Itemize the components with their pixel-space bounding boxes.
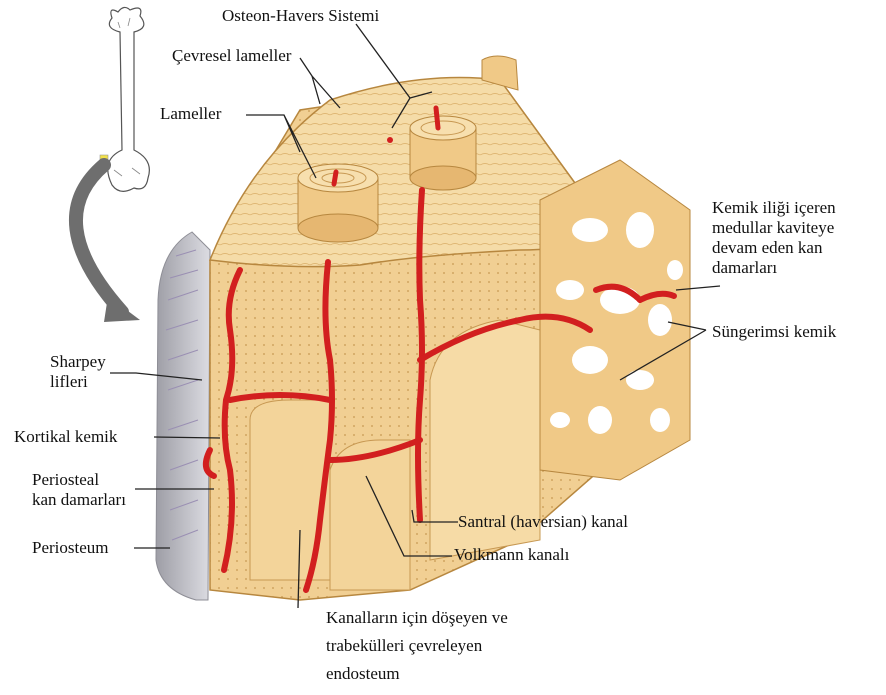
label-central-canal: Santral (haversian) kanal — [458, 512, 628, 532]
label-lamellae: Lameller — [160, 104, 221, 124]
label-periosteal-vessels: Periosteal kan damarları — [32, 470, 126, 510]
periosteum-layer — [156, 232, 210, 600]
osteon-right — [410, 116, 476, 190]
label-sharpey-fibers: Sharpey lifleri — [50, 352, 106, 392]
label-osteon: Osteon-Havers Sistemi — [222, 6, 379, 26]
label-volkmann-canal: Volkmann kanalı — [454, 545, 569, 565]
label-marrow-vessels: Kemik iliği içeren medullar kaviteye dev… — [712, 198, 836, 278]
label-circumferential-lamellae: Çevresel lameller — [172, 46, 291, 66]
osteon-left — [298, 164, 378, 242]
label-endosteum: Kanalların için döşeyen ve trabekülleri … — [326, 604, 508, 688]
label-spongy-bone: Süngerimsi kemik — [712, 322, 836, 342]
label-cortical-bone: Kortikal kemik — [14, 427, 117, 447]
label-periosteum: Periosteum — [32, 538, 109, 558]
